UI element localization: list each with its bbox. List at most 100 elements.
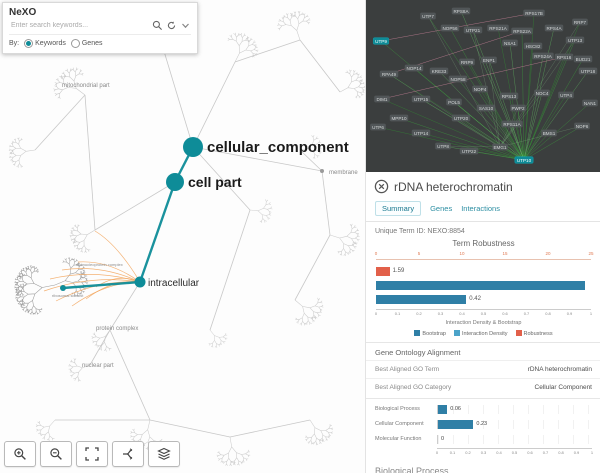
bottom-axis-tick: 0.2 [416, 311, 422, 316]
branch-icon [123, 448, 133, 460]
ontology-node-label[interactable]: cell part [188, 174, 242, 190]
search-input[interactable] [9, 21, 149, 30]
gene-node[interactable]: RPS13 [499, 92, 519, 100]
gene-node[interactable]: RPS21A [487, 24, 509, 32]
interaction-edge [499, 125, 583, 148]
tree-cluster [249, 199, 273, 223]
gene-node[interactable]: RPS16 [554, 53, 574, 61]
radio-genes-label[interactable]: Genes [81, 40, 103, 47]
gene-node[interactable]: RPS24A [532, 52, 554, 60]
gene-node[interactable]: RPS8A [451, 7, 471, 15]
search-icon[interactable] [152, 20, 163, 31]
gene-node[interactable]: HSC82 [523, 42, 543, 50]
gene-node[interactable]: ENP1 [481, 56, 497, 64]
gene-node[interactable]: RRP7 [572, 18, 588, 26]
layers-button[interactable] [148, 441, 180, 467]
ontology-node-label[interactable]: cellular_component [207, 139, 349, 156]
gene-node[interactable]: SAS10 [476, 104, 496, 112]
svg-text:NOP14: NOP14 [406, 66, 422, 71]
gene-node[interactable]: UTP18 [578, 67, 598, 75]
ontology-node[interactable] [183, 137, 203, 157]
gene-node[interactable]: RPS4A [544, 24, 564, 32]
gene-node[interactable]: RPS17B [523, 9, 545, 17]
interaction-edge [523, 70, 589, 161]
gene-node[interactable]: UTP22 [459, 147, 479, 155]
gene-node[interactable]: NSA1 [502, 39, 518, 47]
gene-node[interactable]: RRP9 [459, 58, 475, 66]
legend-swatch [453, 330, 460, 336]
radio-keywords-label[interactable]: Keywords [35, 40, 66, 47]
zoom-in-button[interactable] [4, 441, 36, 467]
membrane-node[interactable] [320, 169, 324, 173]
gene-node[interactable]: RPS11A [501, 120, 523, 128]
ontology-node[interactable] [60, 285, 66, 291]
ontology-node[interactable] [134, 276, 146, 288]
bottom-axis-tick: 0.9 [573, 450, 580, 455]
gene-node[interactable]: UTP21 [463, 26, 483, 34]
radio-genes[interactable]: Genes [70, 39, 103, 48]
gene-node[interactable]: UTP6 [370, 123, 386, 131]
gene-node[interactable]: UTP14 [411, 129, 431, 137]
expand-branch-button[interactable] [112, 441, 144, 467]
interaction-edge [420, 132, 525, 161]
gene-node[interactable]: NOP56 [440, 24, 460, 32]
close-icon[interactable] [374, 179, 389, 194]
unique-term-id: Unique Term ID: NEXO:8854 [366, 222, 600, 236]
gene-node[interactable]: NOC4 [534, 89, 550, 97]
gene-node[interactable]: UTP20 [451, 114, 471, 122]
gene-node[interactable]: NAN1 [582, 99, 598, 107]
chevron-down-icon[interactable] [180, 20, 191, 31]
go-term-value: rDNA heterochromatin [527, 366, 592, 373]
svg-text:RPS22A: RPS22A [513, 29, 532, 34]
ontology-node[interactable] [166, 173, 184, 191]
bar [376, 266, 390, 276]
term-label[interactable]: protein complex [96, 326, 138, 332]
refresh-icon[interactable] [166, 20, 177, 31]
tab-genes[interactable]: Genes [430, 204, 453, 213]
tab-summary[interactable]: Summary [375, 201, 422, 216]
gene-node[interactable]: MPP10 [389, 114, 409, 122]
term-label[interactable]: ribosomal subunit [52, 293, 84, 298]
gene-node[interactable]: BUD21 [573, 55, 593, 63]
term-label[interactable]: membrane [329, 170, 358, 176]
gene-node[interactable]: NOP58 [448, 75, 468, 83]
gene-node[interactable]: UTP15 [411, 95, 431, 103]
gene-node[interactable]: BMS1 [541, 129, 557, 137]
gene-node[interactable]: KRE33 [429, 67, 449, 75]
gene-node[interactable]: RPA49 [379, 70, 399, 78]
zoom-out-button[interactable] [40, 441, 72, 467]
top-axis-tick: 5 [417, 251, 421, 256]
gene-node[interactable]: EMG1 [492, 143, 508, 151]
gene-node[interactable]: UTP9 [372, 37, 390, 45]
gene-node[interactable]: RPS22A [511, 27, 533, 35]
gene-node[interactable]: UTP8 [435, 142, 451, 150]
gene-node[interactable]: UTP10 [514, 156, 534, 164]
gene-node[interactable]: POL5 [446, 98, 462, 106]
term-label[interactable]: nuclear part [82, 363, 114, 369]
radio-genes-dot[interactable] [70, 39, 80, 48]
radio-keywords[interactable]: Keywords [24, 39, 66, 48]
term-label[interactable]: mitochondrial part [62, 83, 110, 89]
gene-node[interactable]: UTP7 [420, 12, 436, 20]
gene-node[interactable]: PWP2 [510, 104, 526, 112]
tab-interactions[interactable]: Interactions [461, 204, 500, 213]
bottom-axis-tick: 0.5 [480, 311, 487, 316]
gene-node[interactable]: UTP4 [558, 91, 574, 99]
ontology-node-label[interactable]: intracellular [148, 278, 200, 289]
gene-node[interactable]: NOP4 [472, 85, 488, 93]
term-label[interactable]: ribonucleoprotein complex [76, 262, 123, 267]
svg-text:MPP10: MPP10 [391, 116, 407, 121]
gene-node[interactable]: NOP14 [404, 64, 424, 72]
gene-node[interactable]: UTP13 [565, 36, 585, 44]
gene-node[interactable]: NOP6 [574, 122, 590, 130]
gene-node[interactable]: DIM1 [374, 95, 390, 103]
tree-cluster [91, 329, 112, 352]
fit-to-screen-button[interactable] [76, 441, 108, 467]
radio-keywords-dot[interactable] [24, 39, 34, 48]
